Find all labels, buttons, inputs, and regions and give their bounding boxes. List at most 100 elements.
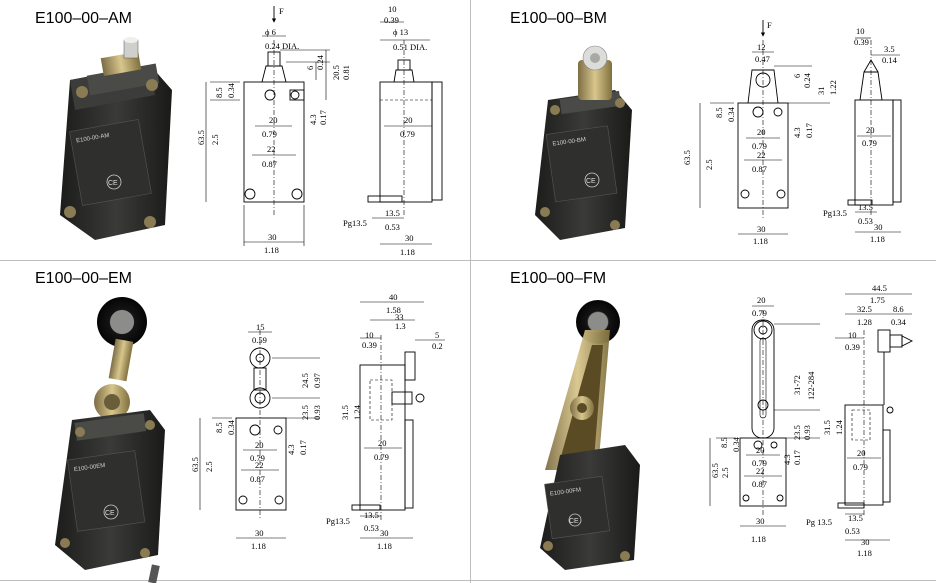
dim-fm-s-b2: 1.18 — [857, 548, 872, 558]
dim-bm-s-i1: 20 — [866, 125, 875, 135]
panel-title-bm: E100–00–BM — [510, 10, 607, 27]
dim-fm-f-l4: 2.5 — [720, 467, 730, 478]
dim-em-s-i2: 1.24 — [352, 404, 362, 420]
dim-fm-s-i2: 1.24 — [834, 419, 844, 435]
dim-fm-f-top2: 0.79 — [752, 308, 767, 318]
dim-bm-f-top2: 0.47 — [755, 54, 770, 64]
dim-am-s-t4: 0.51 DIA. — [393, 42, 427, 52]
dim-fm-f-i4: 0.87 — [752, 479, 767, 489]
dim-fm-s-i4: 0.79 — [853, 462, 868, 472]
dim-am-f-r1: 6 — [305, 66, 315, 70]
force-label-bm: F — [767, 20, 772, 30]
photo-am: E100-00-AM CE — [60, 37, 172, 240]
dim-em-s-i4: 0.79 — [374, 452, 389, 462]
dim-fm-s-i3: 20 — [857, 448, 866, 458]
side-view-am: 10 0.39 ϕ 13 0.51 DIA. 20 0.79 13.5 0.53… — [343, 4, 443, 257]
dim-am-f-l3: 63.5 — [196, 130, 206, 145]
dim-fm-f-l3: 63.5 — [710, 463, 720, 478]
dim-bm-f-r3: 31 — [816, 87, 826, 96]
dim-fm-s-t4: 1.28 — [857, 317, 872, 327]
front-view-am: F ϕ 6 0.24 DIA. 6 0.24 20.5 0.81 8.5 0.3… — [196, 6, 351, 255]
thread-am: Pg13.5 — [343, 218, 367, 228]
dim-am-f-l4: 2.5 — [210, 134, 220, 145]
dim-em-f-r3: 23.5 — [300, 405, 310, 420]
dim-am-f-b2: 1.18 — [264, 245, 279, 255]
photo-em: E100-00EM CE — [55, 297, 165, 583]
dim-em-f-l3: 63.5 — [190, 457, 200, 472]
dim-em-s-t8: 0.2 — [432, 341, 443, 351]
dim-fm-f-top1: 20 — [757, 295, 766, 305]
dim-bm-s-t3: 3.5 — [884, 44, 895, 54]
dim-am-f-i1: 20 — [269, 115, 278, 125]
dim-em-s-i1: 31.5 — [340, 405, 350, 420]
thread-bm: Pg13.5 — [823, 208, 847, 218]
dim-fm-s-i1: 31.5 — [822, 420, 832, 435]
dim-bm-f-i1: 20 — [757, 127, 766, 137]
dim-fm-s-t2: 1.75 — [870, 295, 885, 305]
dim-fm-f-i2: 0.79 — [752, 458, 767, 468]
dim-em-s-t7: 5 — [435, 330, 439, 340]
ce-mark-bm: CE — [586, 178, 596, 185]
bottom-divider — [0, 580, 936, 581]
panel-title-am: E100–00–AM — [35, 10, 132, 27]
dim-bm-f-r1: 6 — [792, 74, 802, 78]
dim-em-s-t4: 1.3 — [395, 321, 406, 331]
dim-fm-s-t8: 0.39 — [845, 342, 860, 352]
dim-fm-s-t5: 8.6 — [893, 304, 904, 314]
photo-bm: E100-00-BM CE — [535, 45, 632, 240]
dim-am-f-i6: 0.17 — [318, 110, 328, 125]
dim-bm-f-r4: 1.22 — [828, 80, 838, 95]
dim-bm-s-t2: 0.39 — [854, 37, 869, 47]
dim-fm-f-r4: 0.93 — [802, 425, 812, 440]
dim-fm-f-i6: 0.17 — [792, 450, 802, 465]
dim-em-f-r2: 0.97 — [312, 373, 322, 388]
dim-fm-f-l1: 8.5 — [719, 437, 729, 448]
dim-bm-f-l3: 63.5 — [682, 150, 692, 165]
dim-em-f-i3: 22 — [255, 460, 264, 470]
dim-bm-f-i2: 0.79 — [752, 141, 767, 151]
dim-bm-f-b2: 1.18 — [753, 236, 768, 246]
front-view-em: 15 0.59 24.5 0.97 23.5 0.93 8.5 0.34 63.… — [190, 322, 322, 551]
dim-em-f-b1: 30 — [255, 528, 264, 538]
dim-fm-s-t7: 10 — [848, 330, 857, 340]
dim-am-s-b1: 30 — [405, 233, 414, 243]
force-label-am: F — [279, 6, 284, 16]
dim-bm-f-l1: 8.5 — [714, 107, 724, 118]
dim-fm-f-b1: 30 — [756, 516, 765, 526]
thread-em: Pg13.5 — [326, 516, 350, 526]
dim-bm-f-r2: 0.24 — [802, 72, 812, 88]
dim-am-f-r2: 0.24 — [315, 54, 325, 70]
dim-bm-f-b1: 30 — [757, 224, 766, 234]
dim-am-f-l1: 8.5 — [214, 87, 224, 98]
dim-em-f-i1: 20 — [255, 440, 264, 450]
dim-fm-f-i5: 4.3 — [782, 454, 792, 465]
dim-em-f-b2: 1.18 — [251, 541, 266, 551]
dim-am-f-top1: ϕ 6 — [265, 27, 276, 37]
dim-fm-s-t3: 32.5 — [857, 304, 872, 314]
dim-am-s-i2: 0.79 — [400, 129, 415, 139]
device-label-am: E100-00-AM — [76, 133, 110, 145]
dim-am-s-i1: 20 — [404, 115, 413, 125]
dim-em-f-i5: 4.3 — [286, 444, 296, 455]
dim-em-s-t6: 0.39 — [362, 340, 377, 350]
dim-fm-s-b1: 30 — [861, 537, 870, 547]
dim-fm-f-r1: 31-72 — [792, 375, 802, 395]
dim-am-f-r3: 20.5 — [331, 65, 341, 80]
dim-em-f-top2: 0.59 — [252, 335, 267, 345]
ce-mark-em: CE — [105, 510, 115, 517]
dim-am-s-i4: 0.53 — [385, 222, 400, 232]
dim-em-s-b2: 1.18 — [377, 541, 392, 551]
dim-fm-f-i1: 20 — [756, 445, 765, 455]
dim-bm-f-top1: 12 — [757, 42, 766, 52]
dim-bm-f-i5: 4.3 — [792, 127, 802, 138]
dim-bm-f-l2: 0.34 — [726, 106, 736, 122]
front-view-fm: 20 0.79 31-72 122-284 23.5 0.93 8.5 0.34… — [709, 295, 820, 544]
dim-bm-s-i3: 13.5 — [858, 202, 873, 212]
dim-bm-f-i3: 22 — [757, 150, 766, 160]
side-view-em: 40 1.58 33 1.3 10 0.39 5 0.2 31.5 1.24 2… — [326, 292, 445, 551]
dim-am-s-t1: 10 — [388, 4, 397, 14]
dim-am-f-r4: 0.81 — [341, 65, 351, 80]
dim-em-f-i2: 0.79 — [250, 453, 265, 463]
dim-am-f-l2: 0.34 — [226, 82, 236, 98]
horizontal-divider — [0, 260, 936, 261]
